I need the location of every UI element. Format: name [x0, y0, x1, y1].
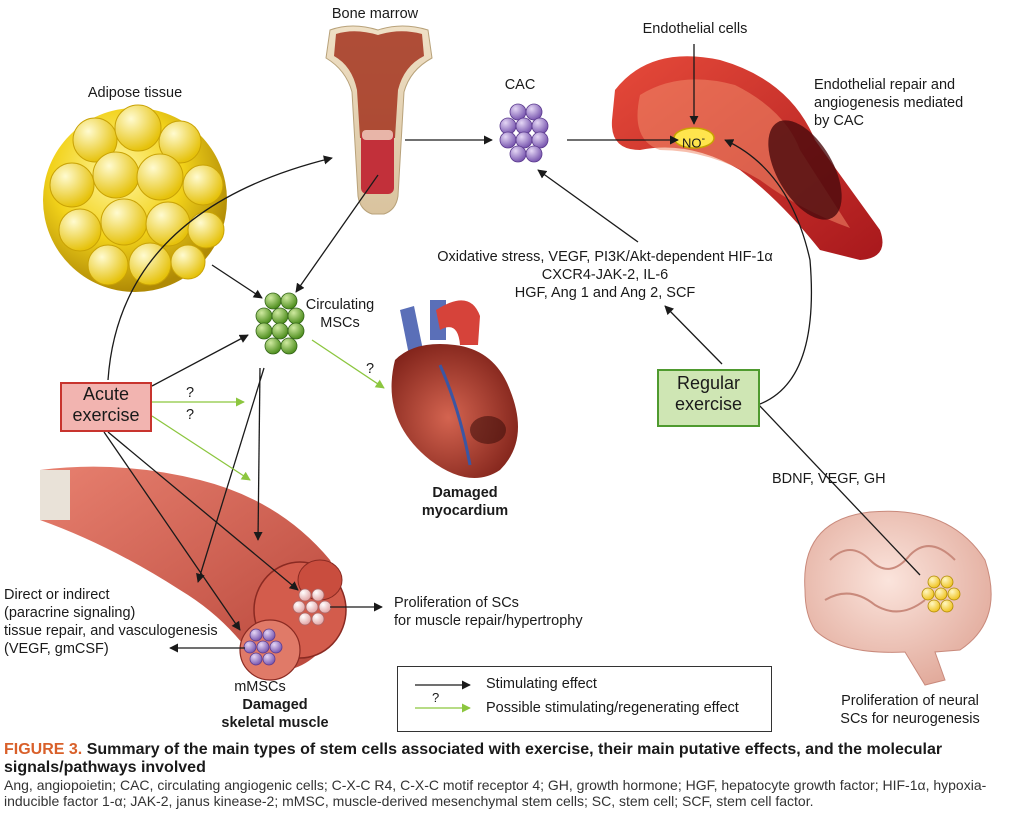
proliferation-scs-label: Proliferation of SCs for muscle repair/h…	[394, 595, 583, 629]
caption-abbreviations: Ang, angiopoietin; CAC, circulating angi…	[4, 777, 987, 809]
regular-exercise-box: Regular exercise	[657, 369, 760, 427]
bone-marrow-illustration	[325, 25, 433, 215]
bone-marrow-label: Bone marrow	[331, 6, 419, 22]
bdnf-vegf-gh-label: BDNF, VEGF, GH	[772, 471, 886, 487]
figure-caption: FIGURE 3. Summary of the main types of s…	[4, 741, 1020, 809]
question-mark-2: ?	[186, 407, 195, 423]
tissue-repair-label: Direct or indirect (paracrine signaling)…	[4, 587, 218, 657]
molecular-signals-label: Oxidative stress, VEGF, PI3K/Akt-depende…	[437, 249, 773, 301]
legend-stimulating-label: Stimulating effect	[486, 676, 597, 692]
brain-illustration	[804, 510, 992, 686]
neural-sc-cell-cluster	[921, 575, 961, 613]
legend: Stimulating effect ? Possible stimulatin…	[397, 666, 772, 732]
caption-title: FIGURE 3. Summary of the main types of s…	[4, 741, 943, 776]
damaged-myocardium-label: Damaged myocardium	[421, 485, 509, 519]
endothelial-cells-label: Endothelial cells	[642, 21, 748, 37]
nitric-oxide-label: NO-	[682, 133, 706, 151]
endothelial-repair-label: Endothelial repair and angiogenesis medi…	[814, 77, 964, 129]
circulating-mscs-label: Circulating MSCs	[305, 297, 375, 331]
mmsc-cell-cluster	[243, 628, 283, 666]
damaged-skeletal-muscle-label: Damaged skeletal muscle	[221, 697, 329, 731]
cac-cell-cluster	[499, 103, 549, 163]
damaged-myocardium-illustration	[391, 300, 518, 478]
question-mark-3: ?	[366, 361, 375, 377]
cac-label: CAC	[504, 77, 536, 93]
question-mark-1: ?	[186, 385, 195, 401]
neural-proliferation-label: Proliferation of neural SCs for neurogen…	[840, 693, 980, 727]
satellite-cell-cluster	[292, 588, 332, 626]
caption-figure-number: FIGURE 3.	[4, 741, 83, 758]
legend-question-mark: ?	[432, 690, 440, 705]
stimulating-arrows	[103, 44, 921, 690]
mmscs-label: mMSCs	[234, 679, 286, 695]
acute-exercise-box: Acute exercise	[60, 382, 152, 432]
skeletal-muscle-illustration	[40, 466, 347, 681]
adipose-tissue-illustration	[43, 104, 227, 292]
circulating-msc-cell-cluster	[255, 292, 305, 355]
legend-possible-label: Possible stimulating/regenerating effect	[486, 700, 739, 716]
possible-effect-arrows	[151, 339, 471, 713]
adipose-tissue-label: Adipose tissue	[87, 85, 183, 101]
